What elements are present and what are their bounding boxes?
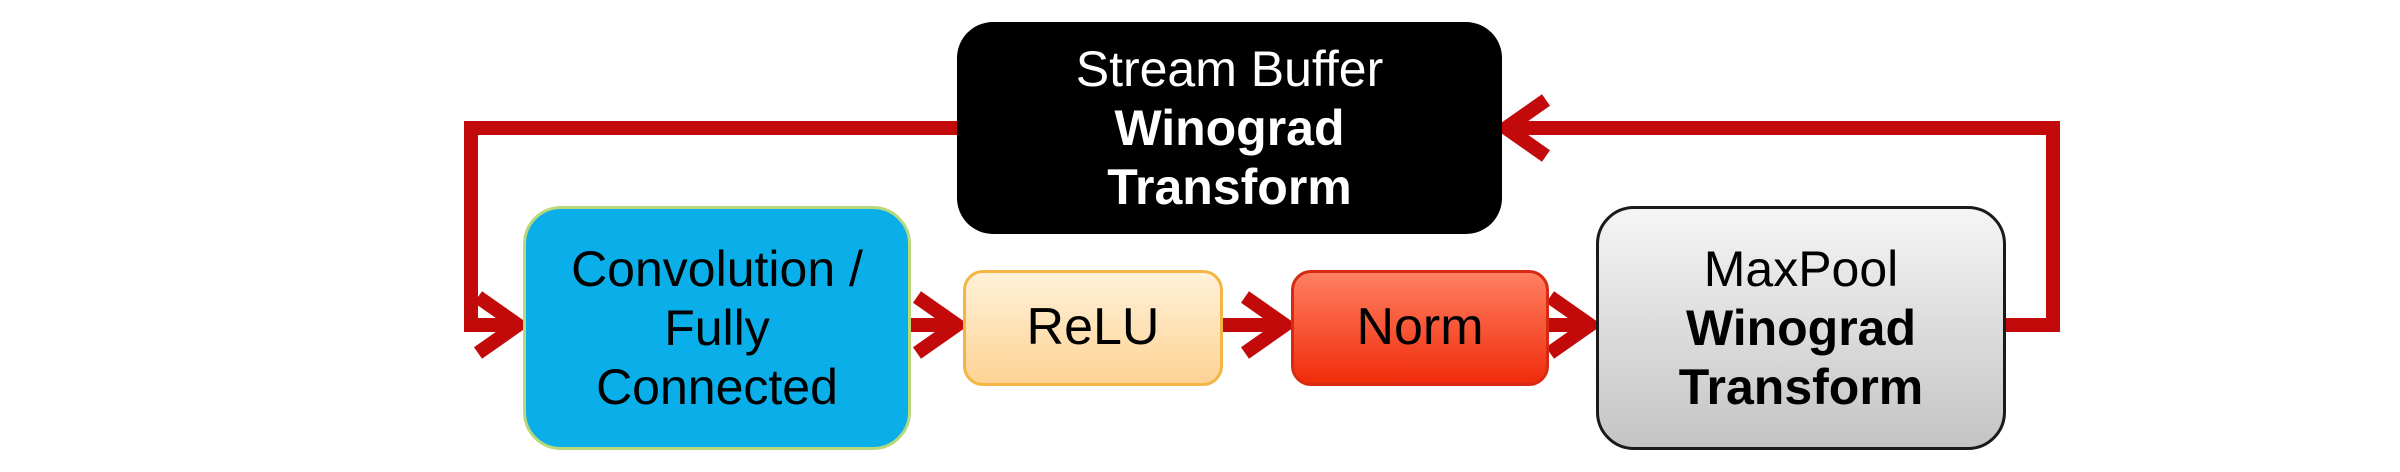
arrowhead-stream-buffer bbox=[1493, 94, 1551, 162]
arrowhead-relu bbox=[912, 291, 970, 359]
arrowhead-norm bbox=[1240, 291, 1298, 359]
stream-buffer-winograd: Winograd bbox=[1114, 99, 1345, 156]
convolution-line2: Fully bbox=[664, 299, 770, 356]
convolution-line3: Connected bbox=[596, 358, 838, 415]
arrow-stream-buffer-to-convolution bbox=[464, 121, 957, 332]
maxpool-title: MaxPool bbox=[1703, 240, 1899, 297]
maxpool-node: MaxPool Winograd Transform bbox=[1596, 206, 2006, 450]
norm-node: Norm bbox=[1291, 270, 1549, 386]
arrowhead-maxpool bbox=[1545, 291, 1603, 359]
stream-buffer-transform: Transform bbox=[1107, 158, 1352, 215]
convolution-node: Convolution / Fully Connected bbox=[523, 206, 911, 450]
norm-label: Norm bbox=[1356, 298, 1484, 357]
arrowhead-convolution bbox=[473, 291, 531, 359]
maxpool-winograd: Winograd bbox=[1685, 299, 1917, 356]
arrow-maxpool-to-stream-buffer bbox=[1506, 121, 2060, 332]
maxpool-transform: Transform bbox=[1678, 358, 1924, 415]
relu-label: ReLU bbox=[1026, 298, 1160, 357]
stream-buffer-node: Stream Buffer Winograd Transform bbox=[957, 22, 1502, 234]
stream-buffer-title: Stream Buffer bbox=[1075, 40, 1384, 97]
relu-node: ReLU bbox=[963, 270, 1223, 386]
convolution-line1: Convolution / bbox=[571, 240, 863, 297]
